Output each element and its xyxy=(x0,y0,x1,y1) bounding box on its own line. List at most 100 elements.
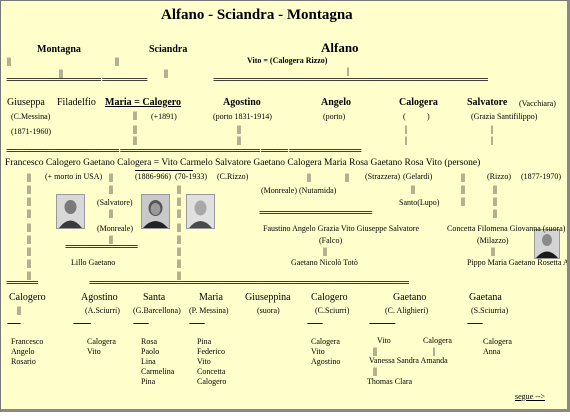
concetta-children: Concetta Filomena Giovanna (suora) xyxy=(447,224,566,233)
note-plus-1891: (+1891) xyxy=(151,112,177,121)
separator-line: ================ xyxy=(65,242,138,253)
connector: || xyxy=(27,258,31,268)
person-angelo: Angelo xyxy=(321,97,351,108)
note-g-barcellona: (G.Barcellona) xyxy=(133,306,181,315)
note-monreale-nutarnida: (Monreale) (Nutarnida) xyxy=(261,186,337,195)
next-page-link[interactable]: segue --> xyxy=(515,392,546,401)
connector: || xyxy=(27,184,31,194)
separator-line: ------- xyxy=(189,318,205,329)
pippo-children: Pippo Maria Gaetano Rosetta Anna xyxy=(467,258,570,267)
grandchildren-vanessa: Vanessa Sandra Amanda xyxy=(369,356,448,365)
list-item: Carmelina xyxy=(141,367,175,376)
connector: || xyxy=(133,124,137,134)
note-rizzo2: (Rizzo) xyxy=(487,172,511,181)
connector: || xyxy=(307,172,311,182)
connector: || xyxy=(177,184,181,194)
children-col4: Pina Federico Vito Concetta Calogero xyxy=(197,337,226,387)
connector: || xyxy=(493,196,497,206)
connector: || xyxy=(177,234,181,244)
portrait-man-photo xyxy=(56,194,85,229)
note-monreale: (Monreale) xyxy=(97,224,133,233)
note-porto-dates: (porto 1831-1914) xyxy=(213,112,272,121)
note-c-alighieri: (C. Alighieri) xyxy=(385,306,429,315)
head-montagna: Montagna xyxy=(37,44,81,55)
list-item: Rosa xyxy=(141,337,157,346)
list-item: Calogera xyxy=(87,337,116,346)
gaetano-nicolo-toto: Gaetano Nicolò Totò xyxy=(291,258,358,267)
connector: || xyxy=(493,208,497,218)
connector: || xyxy=(177,222,181,232)
person-filadelfio: Filadelfio xyxy=(57,97,96,108)
list-item: Vito xyxy=(197,357,211,366)
head-sciandra: Sciandra xyxy=(149,44,188,55)
person-agostino: Agostino xyxy=(223,97,261,108)
person-gaetana: Gaetana xyxy=(469,292,502,303)
person-calogero: Calogero xyxy=(9,292,46,303)
note-c-rizzo: (C.Rizzo) xyxy=(217,172,249,181)
grandchildren-thomas: Thomas Clara xyxy=(367,377,413,386)
person-maria: Maria xyxy=(199,292,223,303)
children-col2: Calogera Vito xyxy=(87,337,116,357)
children-col7: Calogera Anna xyxy=(483,337,512,357)
connector: || xyxy=(411,184,415,194)
connector: | xyxy=(491,135,493,145)
connector: || xyxy=(59,68,63,78)
couple-maria-calogero: Maria = Calogero xyxy=(105,97,182,108)
person-giuseppa: Giuseppa xyxy=(7,97,45,108)
connector: | xyxy=(491,124,493,134)
paren-close: ) xyxy=(427,112,430,121)
connector: || xyxy=(345,172,349,182)
list-item: Pina xyxy=(197,337,212,346)
portrait-elderly-man-photo xyxy=(186,194,215,229)
note-a-sciurri: (A.Sciurri) xyxy=(85,306,120,315)
separator-line: ========================= xyxy=(259,208,373,219)
connector: || xyxy=(27,246,31,256)
connector: || xyxy=(373,366,377,376)
note-santo-lupo: Santo(Lupo) xyxy=(399,198,440,207)
child-vito: Vito xyxy=(377,336,391,345)
separator-line: ===================== ========== xyxy=(6,75,148,86)
connector: || xyxy=(27,172,31,182)
salvatore-note: (Vacchiara) xyxy=(519,99,556,108)
list-item: Calogero xyxy=(197,377,227,386)
connector: || xyxy=(109,234,113,244)
list-item: Concetta xyxy=(197,367,226,376)
connector: || xyxy=(17,305,21,315)
list-item: Vito xyxy=(311,347,325,356)
connector: || xyxy=(461,184,465,194)
separator-line: ------- xyxy=(133,318,149,329)
connector: || xyxy=(27,270,31,280)
connector: || xyxy=(177,246,181,256)
children-col3: Rosa Paolo Lina Carmelina Pina xyxy=(141,337,174,387)
note-c-messina: (C.Messina) xyxy=(11,112,51,121)
list-item: Calogera xyxy=(311,337,340,346)
children-col1: Francesco Angelo Rosario xyxy=(11,337,43,367)
connector: || xyxy=(177,196,181,206)
connector: || xyxy=(373,346,377,356)
list-item: Federico xyxy=(197,347,225,356)
note-milazzo: (Milazzo) xyxy=(477,236,509,245)
person-calogero-g4: Calogero xyxy=(311,292,348,303)
underline-calogera-vito xyxy=(135,170,193,171)
connector: || xyxy=(237,135,241,145)
note-strazzera: (Strazzera) xyxy=(365,172,401,181)
child-calogera: Calogera xyxy=(423,336,452,345)
connector: | xyxy=(405,135,407,145)
separator-line: ------- xyxy=(307,318,323,329)
connector: || xyxy=(491,246,495,256)
note-salvatore: (Salvatore) xyxy=(97,198,133,207)
connector: || xyxy=(27,196,31,206)
connector: || xyxy=(164,68,168,78)
children-col5: Calogera Vito Agostino xyxy=(311,337,340,367)
note-suora: (suora) xyxy=(257,306,280,315)
list-item: Vito xyxy=(87,347,101,356)
connector: || xyxy=(115,56,119,66)
connector: || xyxy=(7,56,11,66)
note-morto-usa: (+ morto in USA) xyxy=(45,172,103,181)
note-dates-1886: (1886-966) xyxy=(135,172,171,181)
note-dates-1871: (1871-1960) xyxy=(11,127,51,136)
list-item: Agostino xyxy=(311,357,341,366)
list-item: Francesco xyxy=(11,337,44,346)
connector: || xyxy=(27,222,31,232)
